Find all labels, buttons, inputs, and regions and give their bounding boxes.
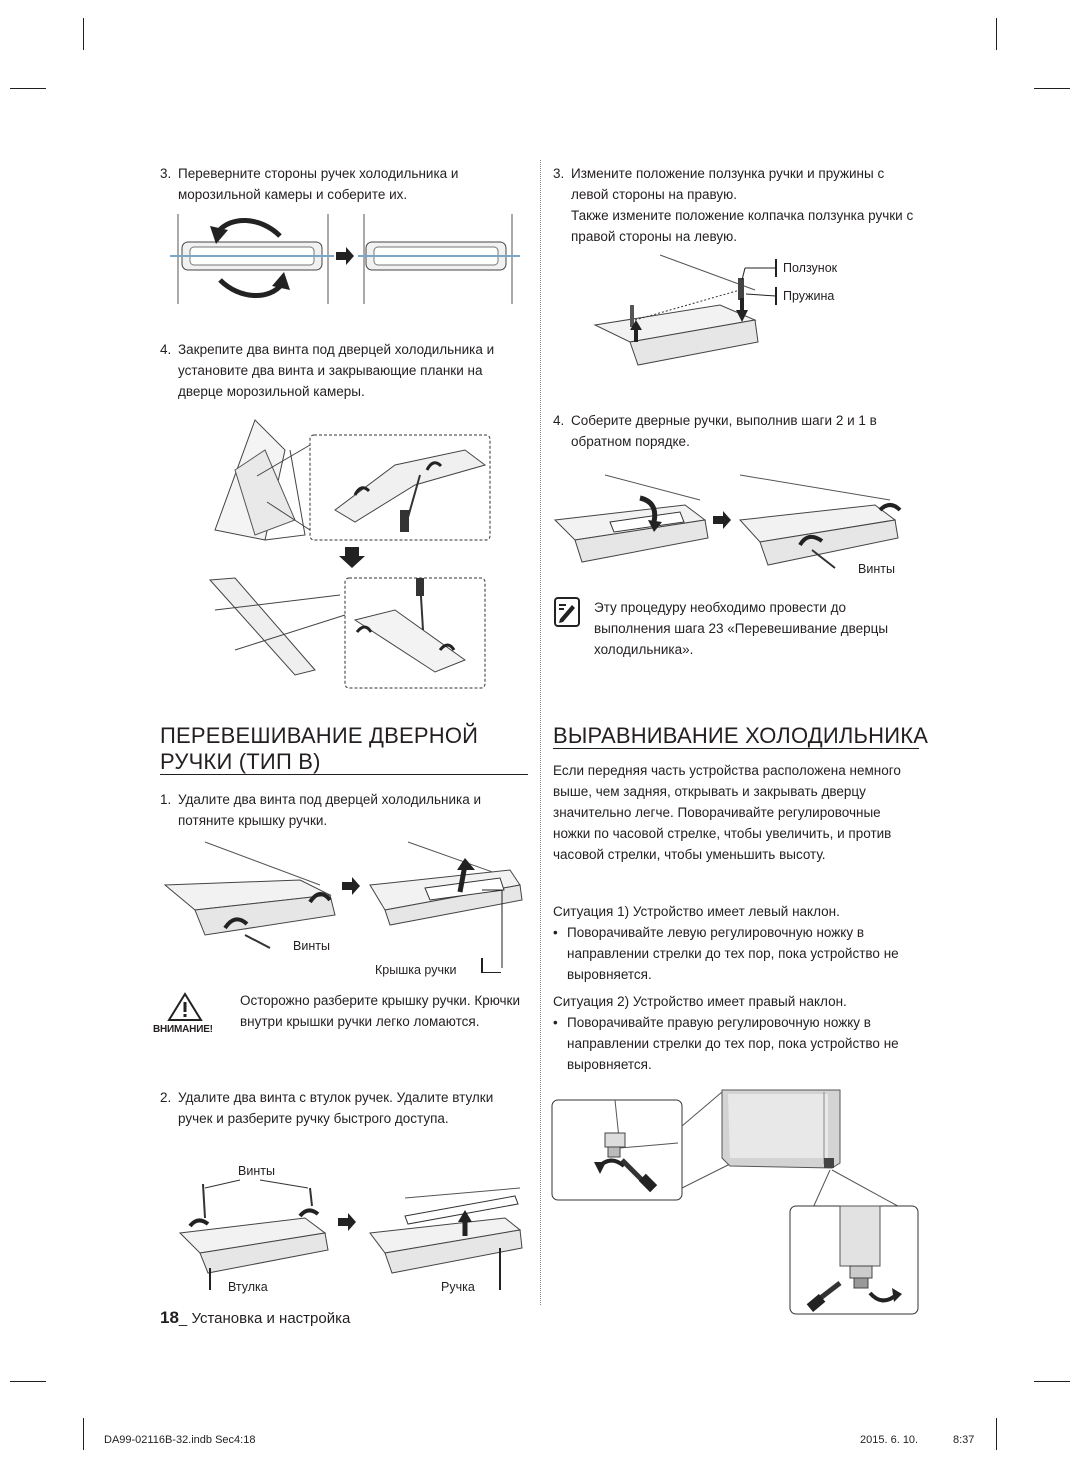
label-handle: Ручка	[441, 1280, 475, 1294]
case-1-title: Ситуация 1) Устройство имеет левый накло…	[553, 904, 840, 919]
leveling-intro: Если передняя часть устройства расположе…	[553, 763, 901, 862]
step-4-left: 4. Закрепите два винта под дверцей холод…	[160, 342, 495, 399]
crop-mark	[10, 88, 46, 89]
b-step-1: 1. Удалите два винта под дверцей холодил…	[160, 792, 482, 828]
crop-mark	[996, 18, 997, 50]
case-2-bullet: • Поворачивайте правую регулировочную но…	[553, 1015, 899, 1072]
crop-mark	[10, 1381, 46, 1382]
page-footer: 18_ Установка и настройка	[160, 1308, 350, 1328]
label-bushing: Втулка	[228, 1280, 268, 1294]
illustration-handle-cover	[163, 841, 523, 968]
illustration-leveling-feet	[551, 1089, 919, 1315]
illustration-door-screws	[208, 419, 491, 689]
column-divider	[540, 160, 541, 1305]
section-title-handle-type-b: ПЕРЕВЕШИВАНИЕ ДВЕРНОЙ РУЧКИ (ТИП B)	[160, 723, 479, 774]
illustration-flip-handles	[170, 214, 520, 304]
caution-triangle-icon	[167, 992, 203, 1021]
b-step-2: 2. Удалите два винта с втулок ручек. Уда…	[160, 1090, 494, 1126]
print-footer-date: 2015. 6. 10.	[860, 1434, 919, 1446]
slider-bracket	[775, 259, 777, 277]
crop-mark	[83, 18, 84, 50]
step-4-right: 4. Соберите дверные ручки, выполнив шаги…	[553, 413, 877, 449]
label-screws-right: Винты	[858, 562, 895, 576]
caution-badge: ВНИМАНИЕ!	[153, 1024, 213, 1035]
crop-mark	[1034, 88, 1070, 89]
crop-mark	[996, 1418, 997, 1450]
crop-mark	[83, 1418, 84, 1450]
note-text: Эту процедуру необходимо провести до вып…	[594, 600, 889, 657]
case-1-bullet: • Поворачивайте левую регулировочную нож…	[553, 925, 899, 982]
illustration-reassemble	[553, 474, 902, 569]
illustration-slider-spring	[593, 254, 777, 366]
section-rule-right	[553, 748, 919, 749]
step-3-right: 3. Измените положение ползунка ручки и п…	[553, 166, 914, 244]
crop-mark	[1034, 1381, 1070, 1382]
page-footer-sep: _	[178, 1310, 188, 1327]
case-2-title: Ситуация 2) Устройство имеет правый накл…	[553, 994, 847, 1009]
caution-text: Осторожно разберите крышку ручки. Крючки…	[240, 993, 521, 1029]
label-handle-cover: Крышка ручки	[375, 963, 457, 977]
print-footer-file: DA99-02116B-32.indb Sec4:18	[104, 1434, 256, 1446]
step-3-left: 3. Переверните стороны ручек холодильник…	[160, 166, 459, 202]
section-title-leveling: ВЫРАВНИВАНИЕ ХОЛОДИЛЬНИКА	[553, 723, 929, 748]
handle-cover-bracket	[481, 958, 501, 973]
label-spring: Пружина	[783, 289, 835, 303]
label-slider: Ползунок	[783, 261, 838, 275]
page-footer-section: Установка и настройка	[191, 1310, 351, 1327]
note-pencil-icon	[554, 597, 580, 627]
label-screws-2: Винты	[238, 1164, 275, 1178]
print-footer-time: 8:37	[953, 1434, 975, 1446]
label-screws-1: Винты	[293, 939, 330, 953]
illustration-bushing-handle	[178, 1179, 523, 1290]
spring-bracket	[775, 287, 777, 305]
page-number: 18	[160, 1308, 179, 1327]
section-rule	[160, 774, 528, 775]
